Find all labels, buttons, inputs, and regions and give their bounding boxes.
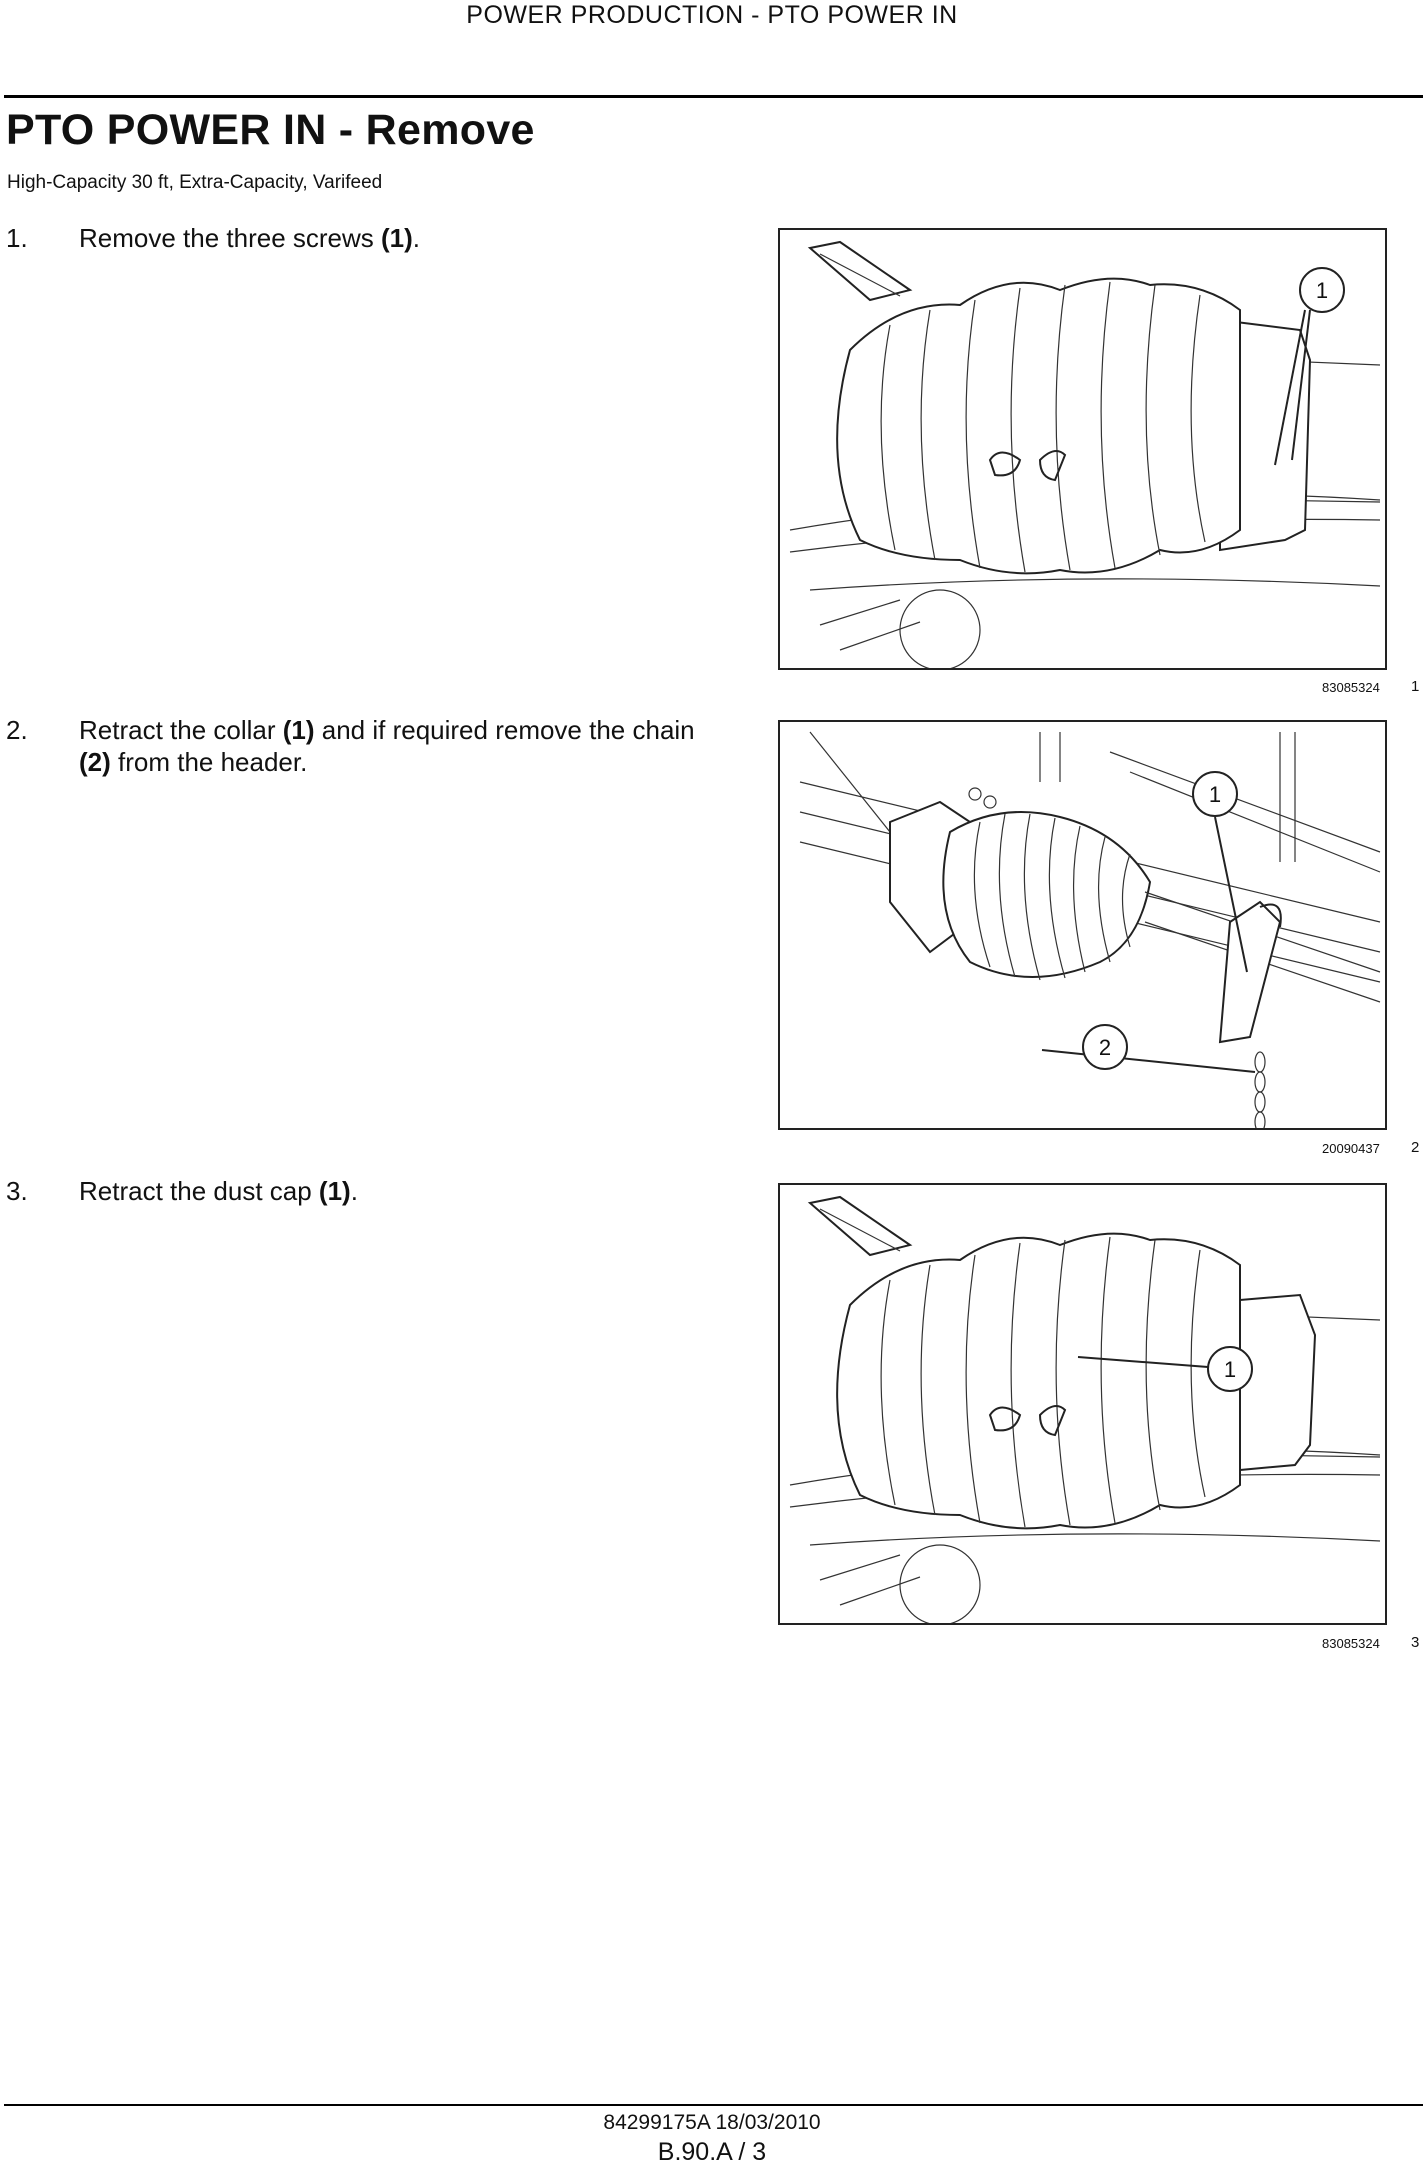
bellows-shape: [942, 811, 1152, 981]
figure-image-id: 83085324: [1322, 1636, 1380, 1651]
step-text-part: .: [350, 1176, 358, 1206]
figure-number: 1: [1411, 678, 1420, 695]
running-header: POWER PRODUCTION - PTO POWER IN: [466, 1, 958, 29]
callout-label: 1: [1209, 782, 1221, 807]
step-reference: (1): [381, 223, 413, 253]
callout-label: 1: [1316, 278, 1328, 303]
step-reference: (2): [79, 747, 111, 777]
bellows-shape: [836, 277, 1241, 575]
pto-bellows-illustration: 1: [789, 240, 1381, 668]
figure-1-illustration: 1: [778, 228, 1387, 670]
step-text-part: Retract the collar: [79, 715, 283, 745]
callout-label: 2: [1099, 1035, 1111, 1060]
step-reference: (1): [318, 1176, 351, 1206]
step-text-part: Retract the dust cap: [79, 1176, 319, 1206]
pto-collar-chain-illustration: 1 2: [799, 731, 1381, 1128]
footer-rule: [4, 2104, 1423, 2106]
footer-document-ref: 84299175A 18/03/2010: [603, 2111, 821, 2134]
bellows-shape: [836, 1232, 1241, 1530]
footer-page-number: B.90.A / 3: [657, 2138, 767, 2166]
section-title: PTO POWER IN - Remove: [6, 106, 535, 154]
header-rule: [4, 95, 1423, 98]
step-number: 1.: [6, 223, 28, 253]
step-text-part: from the header.: [110, 747, 308, 777]
figure-image-id: 83085324: [1322, 680, 1380, 695]
callout-circle: [1192, 771, 1238, 817]
callout-circle: [1082, 1024, 1128, 1070]
figure-2-illustration: 1 2: [778, 720, 1387, 1130]
pto-dust-cap-illustration: 1: [789, 1195, 1381, 1623]
step-reference: (1): [282, 715, 315, 745]
applicability-note: High-Capacity 30 ft, Extra-Capacity, Var…: [7, 172, 383, 193]
figure-image-id: 20090437: [1322, 1141, 1380, 1156]
figure-number: 3: [1411, 1634, 1420, 1651]
step-text: Retract the dust cap (1).: [79, 1175, 729, 1207]
figure-number: 2: [1411, 1139, 1420, 1156]
step-text-part: and if required remove the chain: [314, 715, 695, 745]
figure-3-illustration: 1: [778, 1183, 1387, 1625]
callout-label: 1: [1224, 1357, 1236, 1382]
callout-circle: [1299, 267, 1345, 313]
step-text-part: .: [412, 223, 421, 253]
step-number: 3.: [6, 1176, 28, 1206]
step-text: Retract the collar (1) and if required r…: [79, 714, 729, 778]
chain-shape: [1254, 1051, 1266, 1128]
callout-circle: [1207, 1346, 1253, 1392]
step-text-part: Remove the three screws: [79, 223, 382, 253]
step-number: 2.: [6, 715, 28, 745]
step-text: Remove the three screws (1).: [79, 222, 729, 254]
